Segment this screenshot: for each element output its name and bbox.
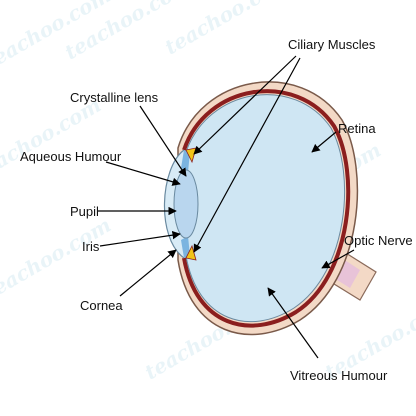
label-retina: Retina	[338, 121, 376, 136]
watermark-text: teachoo.com	[161, 0, 296, 59]
arrow-aqueous-humour	[105, 161, 181, 186]
label-iris: Iris	[82, 239, 100, 254]
ciliary-muscle-lower	[185, 244, 197, 261]
watermark-text: teachoo.com	[0, 213, 115, 305]
vitreous-body	[185, 94, 346, 322]
watermark-text: teachoo.com	[0, 93, 105, 185]
arrow-crystalline-lens	[139, 105, 187, 177]
label-crystalline-lens: Crystalline lens	[70, 90, 159, 105]
arrow-cornea	[119, 249, 177, 297]
leader-lines	[98, 55, 355, 359]
label-optic-nerve: Optic Nerve	[344, 233, 413, 248]
arrow-iris	[99, 230, 181, 247]
retina-layer	[182, 89, 351, 328]
arrow-retina	[311, 131, 337, 153]
arrow-ciliary-upper	[193, 55, 297, 155]
label-cornea: Cornea	[80, 298, 123, 313]
label-aqueous-humour: Aqueous Humour	[20, 149, 122, 164]
arrow-ciliary-lower	[193, 57, 301, 253]
label-vitreous-humour: Vitreous Humour	[290, 368, 388, 383]
crystalline-lens-shape	[173, 169, 199, 239]
label-ciliary-muscles: Ciliary Muscles	[288, 37, 376, 52]
iris-lower	[181, 236, 190, 258]
iris-upper	[181, 150, 190, 172]
arrow-vitreous-humour	[267, 287, 319, 359]
label-pupil: Pupil	[70, 204, 99, 219]
arrow-optic-nerve	[321, 249, 355, 269]
